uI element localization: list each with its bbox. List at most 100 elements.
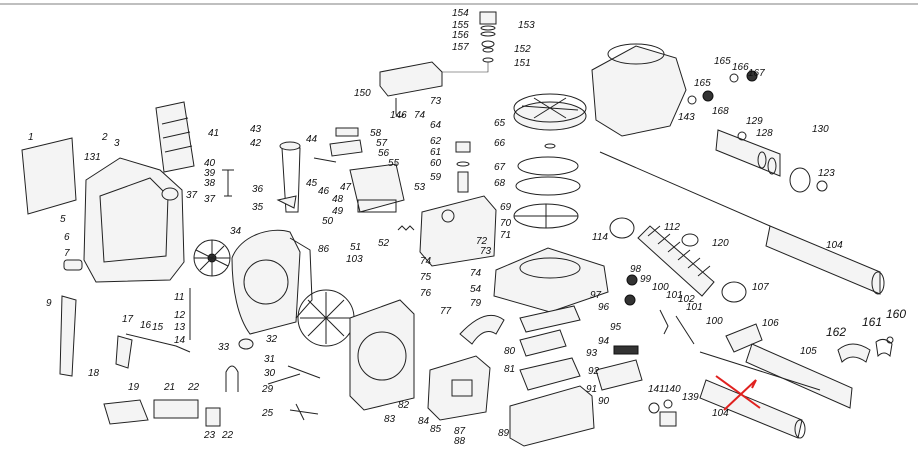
callout-98: 98 xyxy=(630,264,642,275)
part-104-lower-end xyxy=(794,419,806,439)
callout-31: 31 xyxy=(264,354,275,365)
callout-95: 95 xyxy=(610,322,622,333)
callout-155: 155 xyxy=(452,20,469,31)
red-cross-annotation xyxy=(715,375,761,411)
callout-labels: 1 2 3 5 6 7 9 11 12 13 14 15 16 17 18 19… xyxy=(28,8,906,447)
callout-160: 160 xyxy=(886,307,906,321)
callout-73-b: 73 xyxy=(480,246,492,257)
part-104-tube xyxy=(765,225,881,295)
callout-57: 57 xyxy=(376,138,388,149)
part-bracket-link xyxy=(442,62,489,73)
part-57-plate xyxy=(329,139,363,157)
part-29-lever xyxy=(267,373,301,385)
callout-6: 6 xyxy=(64,232,70,243)
callout-154: 154 xyxy=(452,8,469,19)
part-146-hook xyxy=(395,98,405,118)
callout-129: 129 xyxy=(746,116,763,127)
callout-131: 131 xyxy=(84,152,101,163)
part-back-support xyxy=(155,101,195,173)
callout-59: 59 xyxy=(430,172,442,183)
callout-72: 72 xyxy=(476,236,488,247)
callout-97: 97 xyxy=(590,290,602,301)
part-106-tube xyxy=(725,323,763,353)
part-82-opening xyxy=(357,331,407,381)
part-105-tube xyxy=(745,343,853,409)
callout-83: 83 xyxy=(384,414,396,425)
part-68-ring xyxy=(515,176,581,196)
callout-35: 35 xyxy=(252,202,264,213)
callout-18: 18 xyxy=(88,368,100,379)
callout-100-b: 100 xyxy=(706,316,723,327)
part-66-spacer xyxy=(544,143,556,149)
part-92-cover xyxy=(595,359,643,391)
callout-101-b: 101 xyxy=(686,302,703,313)
part-34-fan-blades xyxy=(194,240,230,276)
part-112-hose-ribs xyxy=(647,225,711,277)
callout-86: 86 xyxy=(318,244,330,255)
callout-166: 166 xyxy=(732,62,749,73)
callout-42: 42 xyxy=(250,138,262,149)
callout-92: 92 xyxy=(588,366,600,377)
callout-52: 52 xyxy=(378,238,390,249)
callout-21: 21 xyxy=(163,382,175,393)
part-154-cap xyxy=(479,11,497,25)
part-49-base xyxy=(357,199,397,213)
callout-123: 123 xyxy=(818,168,835,179)
callout-120: 120 xyxy=(712,238,729,249)
callout-165-a: 165 xyxy=(694,78,711,89)
callout-75: 75 xyxy=(420,272,432,283)
callout-151: 151 xyxy=(514,58,531,69)
part-156-washer xyxy=(480,31,496,37)
part-impeller-spokes xyxy=(300,292,352,344)
callout-146: 146 xyxy=(390,110,407,121)
callout-65: 65 xyxy=(494,118,506,129)
part-81-frame xyxy=(519,357,581,391)
part-36-cap xyxy=(276,195,297,209)
callout-53: 53 xyxy=(414,182,426,193)
part-cover-plate xyxy=(21,137,77,215)
callout-161: 161 xyxy=(862,315,882,329)
callout-1: 1 xyxy=(28,132,34,143)
callout-150: 150 xyxy=(354,88,371,99)
callout-56: 56 xyxy=(378,148,390,159)
part-155-washer xyxy=(480,25,496,31)
part-104-tube-end xyxy=(871,271,885,295)
callout-114: 114 xyxy=(592,232,608,243)
callout-23: 23 xyxy=(203,430,216,441)
callout-87: 87 xyxy=(454,426,466,437)
callout-32: 32 xyxy=(266,334,278,345)
callout-141: 141 xyxy=(648,384,665,395)
callout-84: 84 xyxy=(418,416,430,427)
callout-15: 15 xyxy=(152,322,164,333)
part-99-ring xyxy=(624,294,636,306)
part-9-strip xyxy=(59,295,77,377)
callout-40: 40 xyxy=(204,158,216,169)
callout-46: 46 xyxy=(318,186,330,197)
part-69-tank xyxy=(419,195,497,267)
callout-14: 14 xyxy=(174,335,186,346)
part-21-bracket xyxy=(153,399,199,419)
part-31-handle xyxy=(225,365,239,392)
part-37-fitting xyxy=(161,187,179,201)
callout-162: 162 xyxy=(826,325,846,339)
callout-130: 130 xyxy=(812,124,829,135)
callout-34: 34 xyxy=(230,226,242,237)
callout-67: 67 xyxy=(494,162,506,173)
part-98-ring xyxy=(626,274,638,286)
part-140-washer xyxy=(663,399,673,409)
part-70-filter-spokes xyxy=(514,204,578,228)
part-65-filter-ribs xyxy=(521,97,579,119)
callout-49: 49 xyxy=(332,206,344,217)
callout-165-b: 165 xyxy=(714,56,731,67)
callout-17: 17 xyxy=(122,314,134,325)
part-161-clamp xyxy=(875,338,893,358)
part-16-bracket xyxy=(115,335,133,369)
part-30-lever xyxy=(287,365,321,379)
part-152-ring xyxy=(482,47,494,53)
part-157-ring xyxy=(481,40,495,48)
part-130-tube xyxy=(715,129,781,177)
callout-81: 81 xyxy=(504,364,515,375)
part-15-lever xyxy=(125,333,191,353)
callout-77: 77 xyxy=(440,306,452,317)
callout-39: 39 xyxy=(204,168,216,179)
